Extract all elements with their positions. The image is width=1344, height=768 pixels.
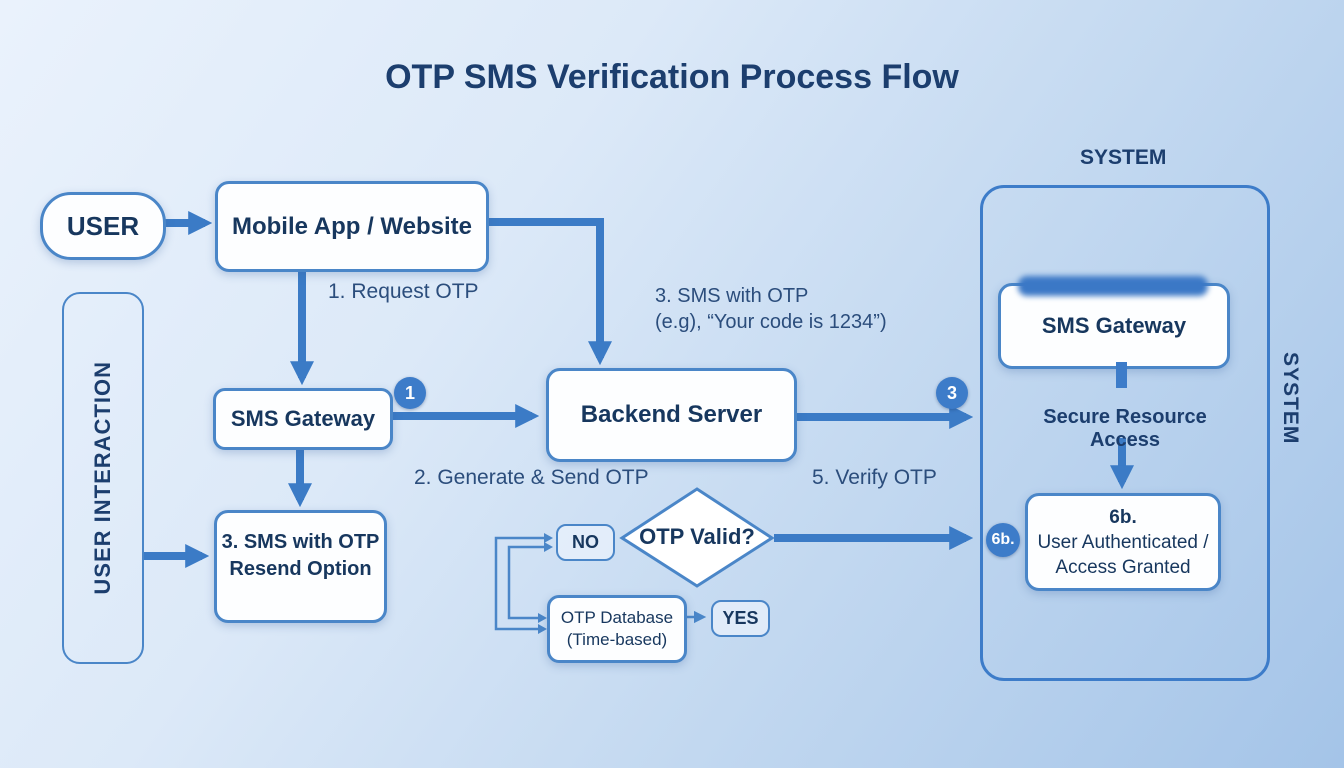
node-mobile-app: Mobile App / Website [215, 181, 489, 272]
node-auth-line3: Access Granted [1055, 556, 1191, 578]
connector-no-db-inner [507, 545, 544, 620]
node-user: USER [40, 192, 166, 260]
arrowhead-db-inner [538, 613, 547, 623]
node-otp-db-line1: OTP Database [560, 608, 674, 627]
node-otp-database: OTP Database (Time-based) [547, 595, 687, 663]
label-step2: 2. Generate & Send OTP [414, 466, 649, 489]
system-container [980, 185, 1270, 681]
node-user-label: USER [66, 210, 140, 241]
node-sms-gateway-right: SMS Gateway [998, 283, 1230, 369]
connector-no-db-outer [494, 536, 544, 631]
node-backend-server-label: Backend Server [580, 401, 763, 428]
node-sms-gateway-left-label: SMS Gateway [230, 406, 376, 431]
node-resend-line2: Resend Option [229, 557, 372, 580]
badge-step6b-label: 6b. [991, 531, 1015, 548]
badge-step1-label: 1 [404, 382, 415, 403]
node-no-label: NO [572, 532, 599, 552]
secure-resource-label: Secure Resource Access [1043, 406, 1207, 451]
arrowhead-no-inner [544, 542, 553, 552]
label-step3-line2: (e.g), “Your code is 1234”) [655, 311, 887, 333]
node-auth-line1: 6b. [1109, 506, 1137, 528]
decision-diamond [619, 487, 775, 588]
node-yes-label: YES [722, 608, 759, 628]
gateway-connector-bar [1116, 362, 1127, 388]
lane-user-interaction-label: USER INTERACTION [90, 361, 115, 595]
label-step3-line1: 3. SMS with OTP [655, 285, 809, 307]
system-label-side: SYSTEM [1279, 352, 1302, 445]
node-resend-line1: 3. SMS with OTP [221, 530, 380, 553]
label-step5: 5. Verify OTP [812, 466, 937, 489]
node-otp-db-line2: (Time-based) [566, 630, 668, 649]
badge-step3: 3 [936, 377, 968, 409]
node-auth-line2: User Authenticated / [1037, 531, 1209, 553]
badge-step6b: 6b. [986, 523, 1020, 557]
lane-user-interaction: USER INTERACTION [62, 292, 144, 664]
decision-label: OTP Valid? [639, 524, 755, 549]
page-title: OTP SMS Verification Process Flow [385, 58, 959, 96]
node-no: NO [556, 524, 615, 561]
badge-step3-label: 3 [946, 382, 957, 403]
badge-step1: 1 [394, 377, 426, 409]
node-sms-gateway-right-label: SMS Gateway [1041, 313, 1187, 338]
node-backend-server: Backend Server [546, 368, 797, 462]
system-label-top: SYSTEM [1080, 146, 1167, 169]
node-mobile-app-label: Mobile App / Website [231, 212, 472, 240]
node-yes: YES [711, 600, 770, 637]
label-step1: 1. Request OTP [328, 280, 479, 303]
node-auth-granted: 6b. User Authenticated / Access Granted [1025, 493, 1221, 591]
arrowhead-no-outer [544, 533, 553, 543]
arrowhead-db-outer [538, 624, 547, 634]
node-sms-gateway-left: SMS Gateway [213, 388, 393, 450]
node-resend-option: 3. SMS with OTP Resend Option [214, 510, 387, 623]
redacted-bar [1018, 276, 1208, 296]
arrow-mobile-to-backend [481, 218, 612, 366]
